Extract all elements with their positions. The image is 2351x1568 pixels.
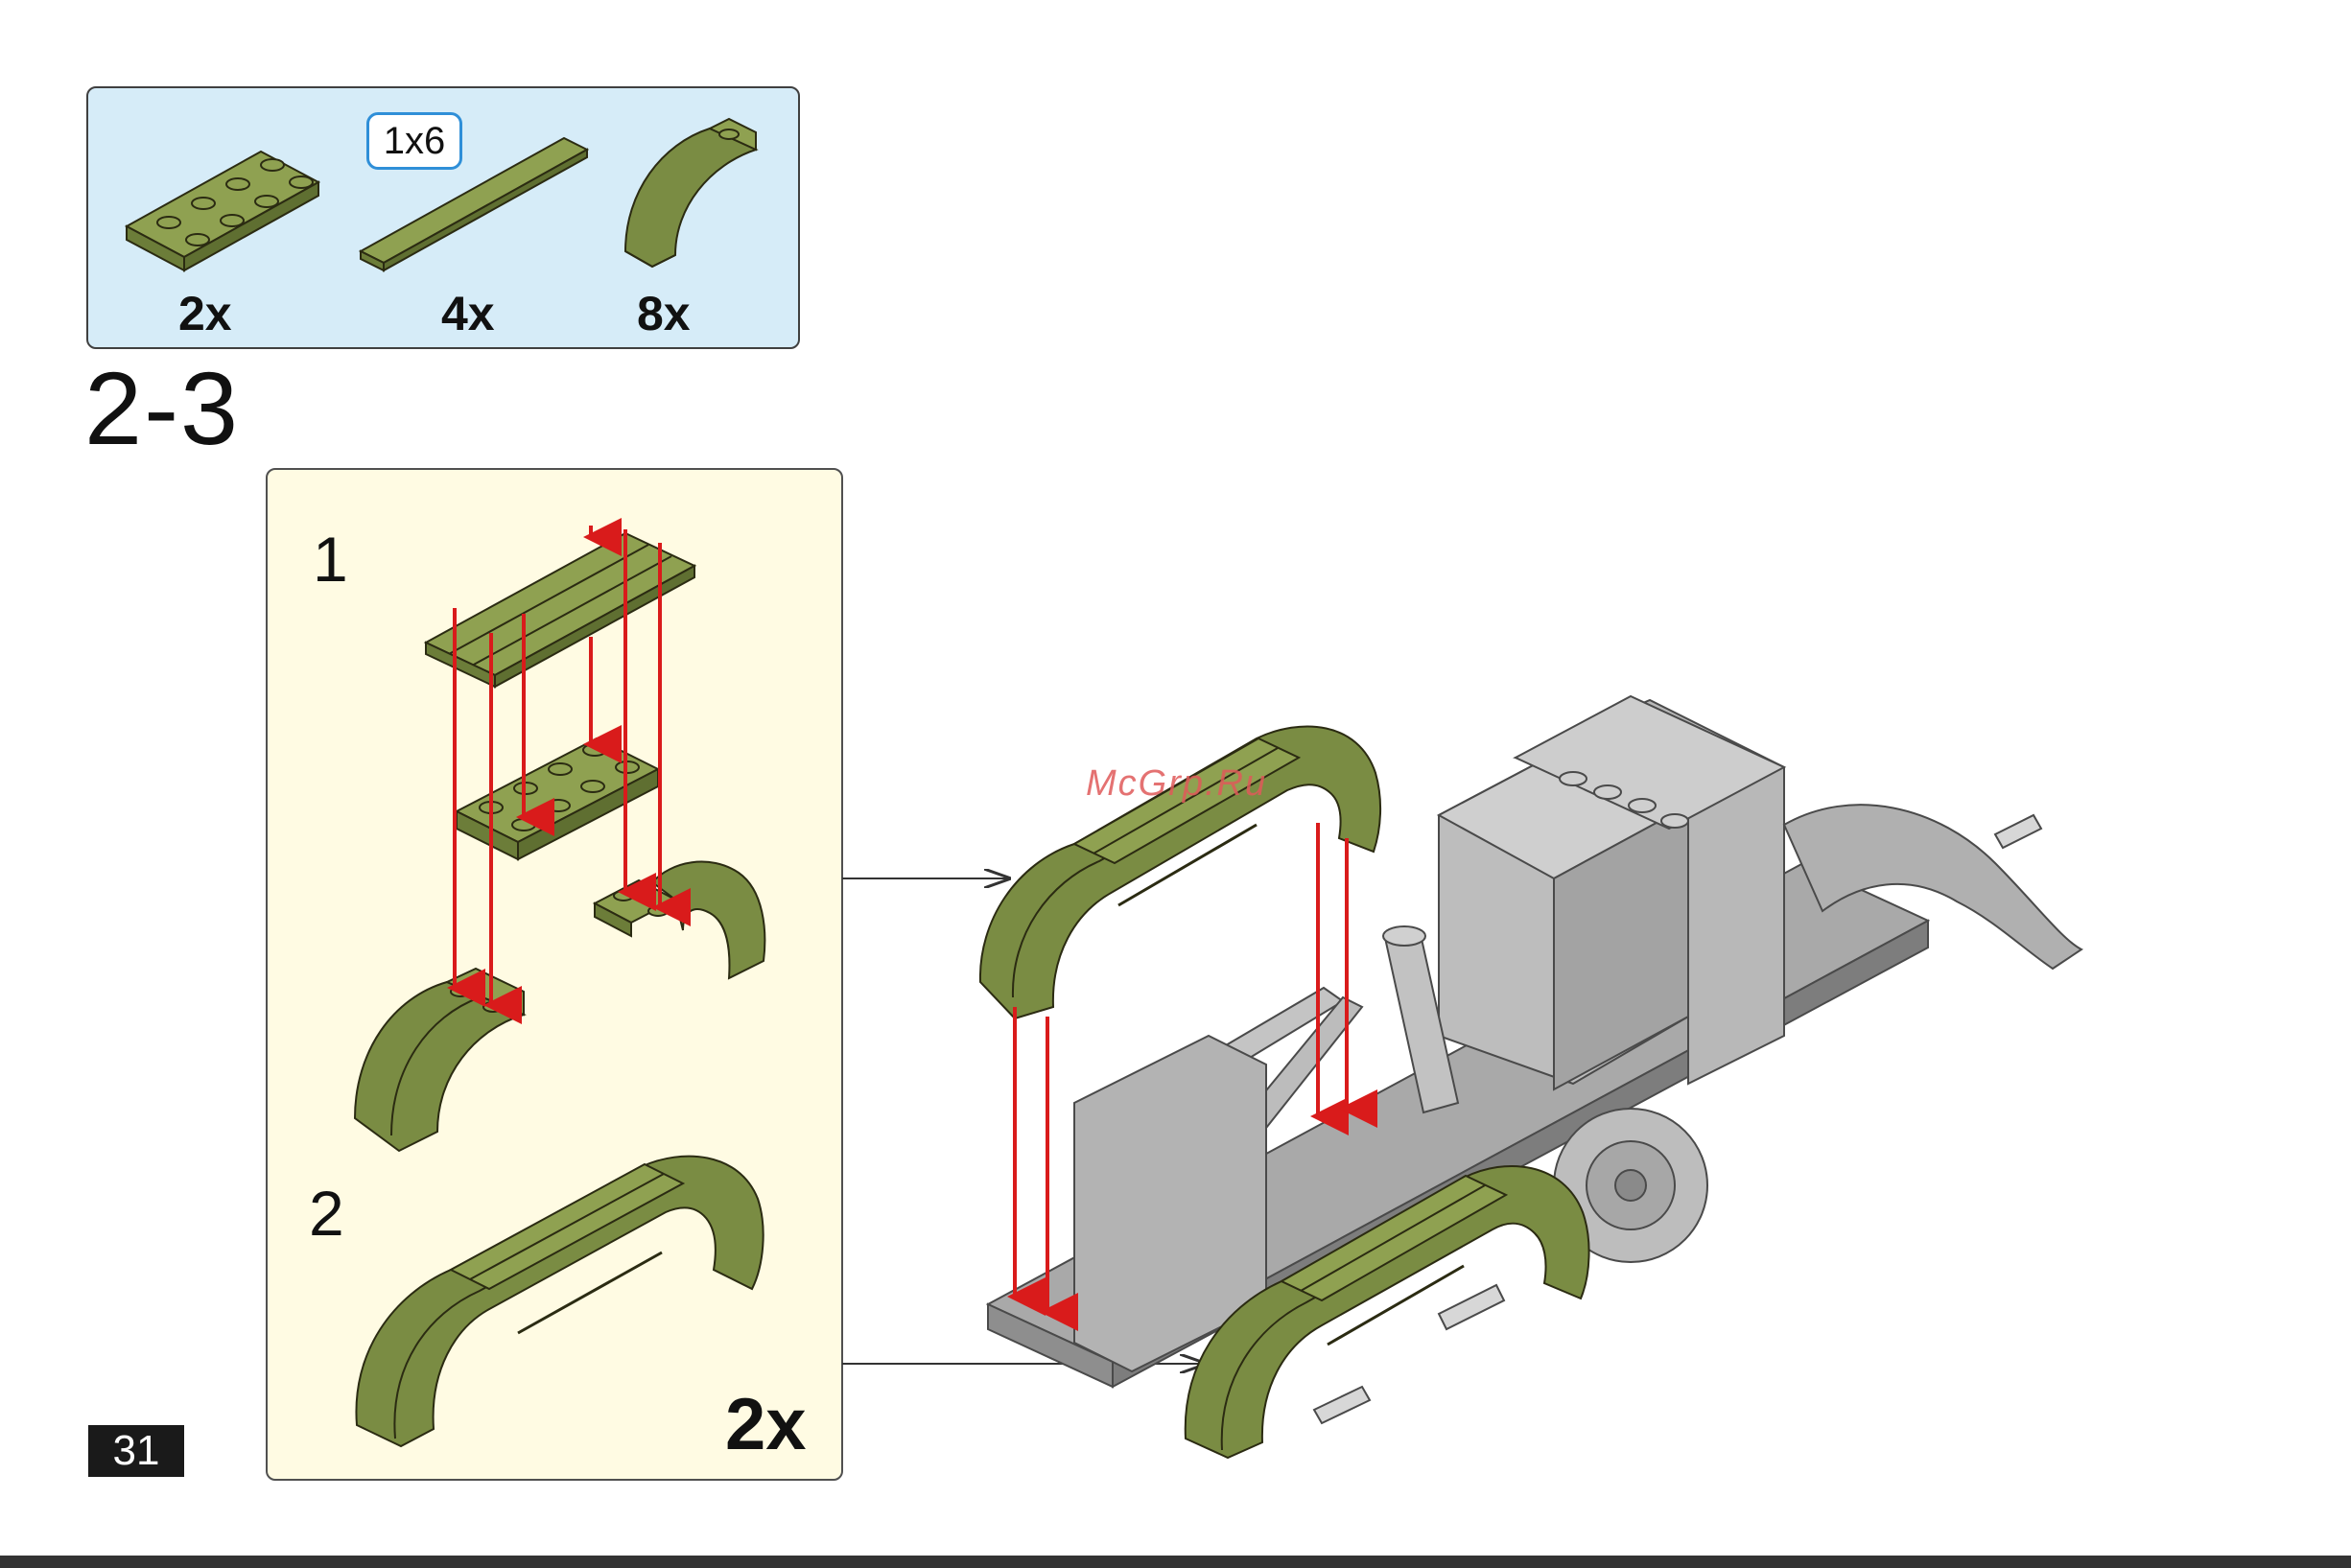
part-arch-icon	[625, 119, 756, 267]
part-plate-icon	[127, 152, 318, 270]
substep1-arch-left	[355, 969, 524, 1151]
substep2-fender	[356, 1157, 763, 1446]
substep1-plate	[457, 738, 658, 859]
substep1-tiles	[426, 533, 694, 687]
substep1-arch-right	[595, 862, 764, 978]
watermark: McGrp.Ru	[1086, 763, 1267, 805]
page-number: 31	[88, 1425, 184, 1477]
bottom-rule	[0, 1556, 2351, 1568]
part-tile-icon	[361, 138, 587, 270]
